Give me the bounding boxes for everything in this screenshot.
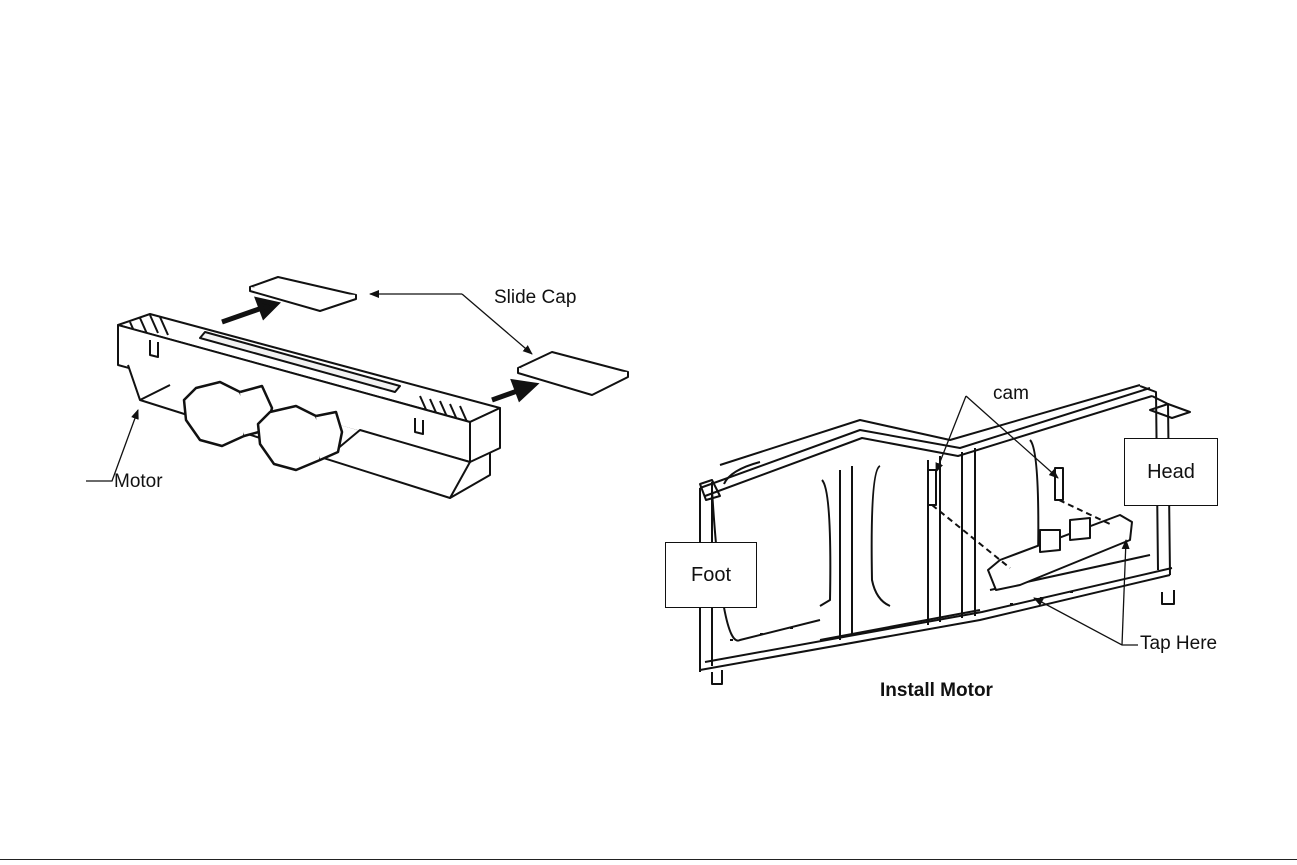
cam-label: cam: [993, 384, 1029, 403]
diagram-caption: Install Motor: [880, 680, 993, 702]
slide-cap-label: Slide Cap: [494, 288, 576, 307]
page-bottom-rule: [0, 859, 1297, 860]
installed-motor: [988, 515, 1132, 590]
foot-label: Foot: [691, 564, 731, 587]
tap-here-label: Tap Here: [1140, 634, 1217, 653]
bed-frame-drawing: [700, 385, 1190, 684]
motor-drawing: [118, 314, 500, 498]
slide-cap-lower: [518, 352, 628, 395]
foot-label-box: Foot: [665, 542, 757, 608]
head-label-box: Head: [1124, 438, 1218, 506]
head-label: Head: [1147, 461, 1195, 484]
motor-label: Motor: [114, 472, 163, 491]
